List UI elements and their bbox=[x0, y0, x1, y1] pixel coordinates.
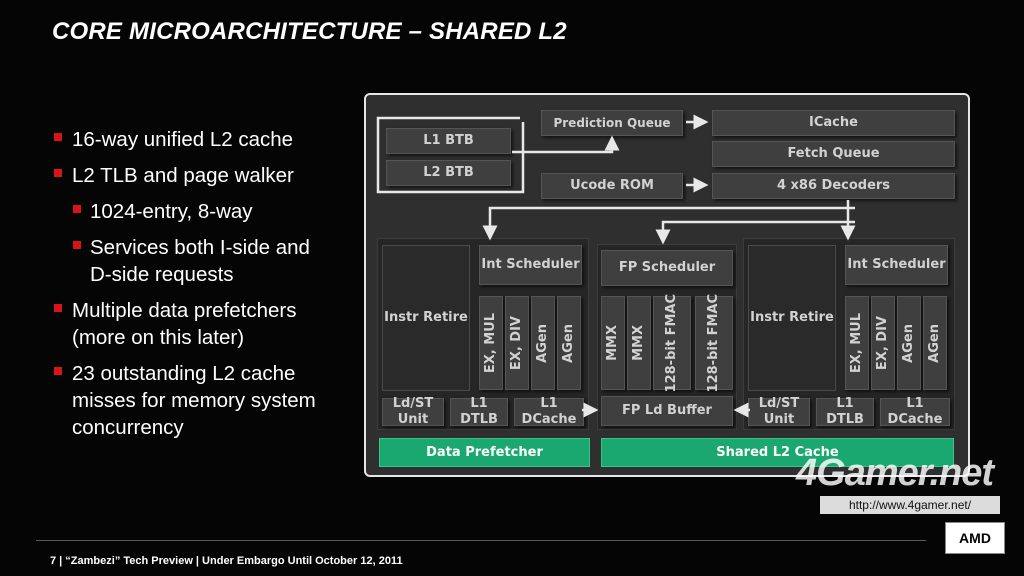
l1-dtlb-right: L1 DTLB bbox=[816, 396, 874, 427]
mmx-unit-2: MMX bbox=[627, 296, 651, 390]
watermark-url: http://www.4gamer.net/ bbox=[820, 496, 1000, 514]
fetch-queue-block: Fetch Queue bbox=[712, 141, 955, 167]
ucode-rom-block: Ucode ROM bbox=[541, 173, 683, 199]
bullet-marker bbox=[54, 169, 62, 177]
l1-dcache-left: L1 DCache bbox=[514, 396, 584, 427]
agen-left-2: AGen bbox=[557, 296, 581, 390]
instr-retire-left: Instr Retire bbox=[382, 245, 470, 391]
fp-ld-buffer: FP Ld Buffer bbox=[601, 396, 733, 426]
mmx-unit-1: MMX bbox=[601, 296, 625, 390]
shared-l2-cache-bar: Shared L2 Cache bbox=[601, 438, 954, 467]
l1-dtlb-left: L1 DTLB bbox=[450, 396, 508, 427]
l1-dcache-right: L1 DCache bbox=[880, 396, 950, 427]
ex-div-right: EX, DIV bbox=[871, 296, 895, 390]
amd-logo: AMD bbox=[945, 522, 1005, 554]
bullet-item: 16-way unified L2 cache bbox=[52, 126, 352, 153]
ldst-unit-right: Ld/ST Unit bbox=[748, 396, 810, 427]
bullet-list: 16-way unified L2 cache L2 TLB and page … bbox=[52, 126, 352, 450]
bullet-marker bbox=[54, 304, 62, 312]
footer-divider bbox=[36, 540, 926, 541]
agen-left-1: AGen bbox=[531, 296, 555, 390]
slide-title: CORE MICROARCHITECTURE – SHARED L2 bbox=[52, 18, 567, 45]
ex-div-left: EX, DIV bbox=[505, 296, 529, 390]
int-scheduler-right: Int Scheduler bbox=[845, 245, 948, 285]
agen-right-1: AGen bbox=[897, 296, 921, 390]
bullet-item: Multiple data prefetchers (more on this … bbox=[52, 297, 352, 351]
decoders-block: 4 x86 Decoders bbox=[712, 173, 955, 199]
prediction-queue-block: Prediction Queue bbox=[541, 110, 683, 136]
bullet-marker bbox=[54, 367, 62, 375]
int-scheduler-left: Int Scheduler bbox=[479, 245, 582, 285]
bullet-marker bbox=[54, 133, 62, 141]
footer-text: 7 | “Zambezi” Tech Preview | Under Embar… bbox=[50, 555, 403, 567]
fmac-unit-2: 128-bit FMAC bbox=[695, 294, 733, 392]
agen-right-2: AGen bbox=[923, 296, 947, 390]
l2-btb-block: L2 BTB bbox=[386, 160, 511, 186]
l1-btb-block: L1 BTB bbox=[386, 128, 511, 154]
ex-mul-right: EX, MUL bbox=[845, 296, 869, 390]
sub-bullet-item: 1024-entry, 8-way bbox=[52, 198, 352, 225]
bullet-marker bbox=[73, 205, 81, 213]
ex-mul-left: EX, MUL bbox=[479, 296, 503, 390]
fp-scheduler: FP Scheduler bbox=[601, 250, 733, 286]
data-prefetcher-bar: Data Prefetcher bbox=[379, 438, 590, 467]
ldst-unit-left: Ld/ST Unit bbox=[382, 396, 444, 427]
instr-retire-right: Instr Retire bbox=[748, 245, 836, 391]
watermark-logo: 4Gamer.net bbox=[796, 452, 994, 494]
bullet-item: L2 TLB and page walker bbox=[52, 162, 352, 189]
icache-block: ICache bbox=[712, 110, 955, 136]
bullet-item: 23 outstanding L2 cache misses for memor… bbox=[52, 360, 352, 441]
bullet-marker bbox=[73, 241, 81, 249]
fmac-unit-1: 128-bit FMAC bbox=[653, 294, 691, 392]
